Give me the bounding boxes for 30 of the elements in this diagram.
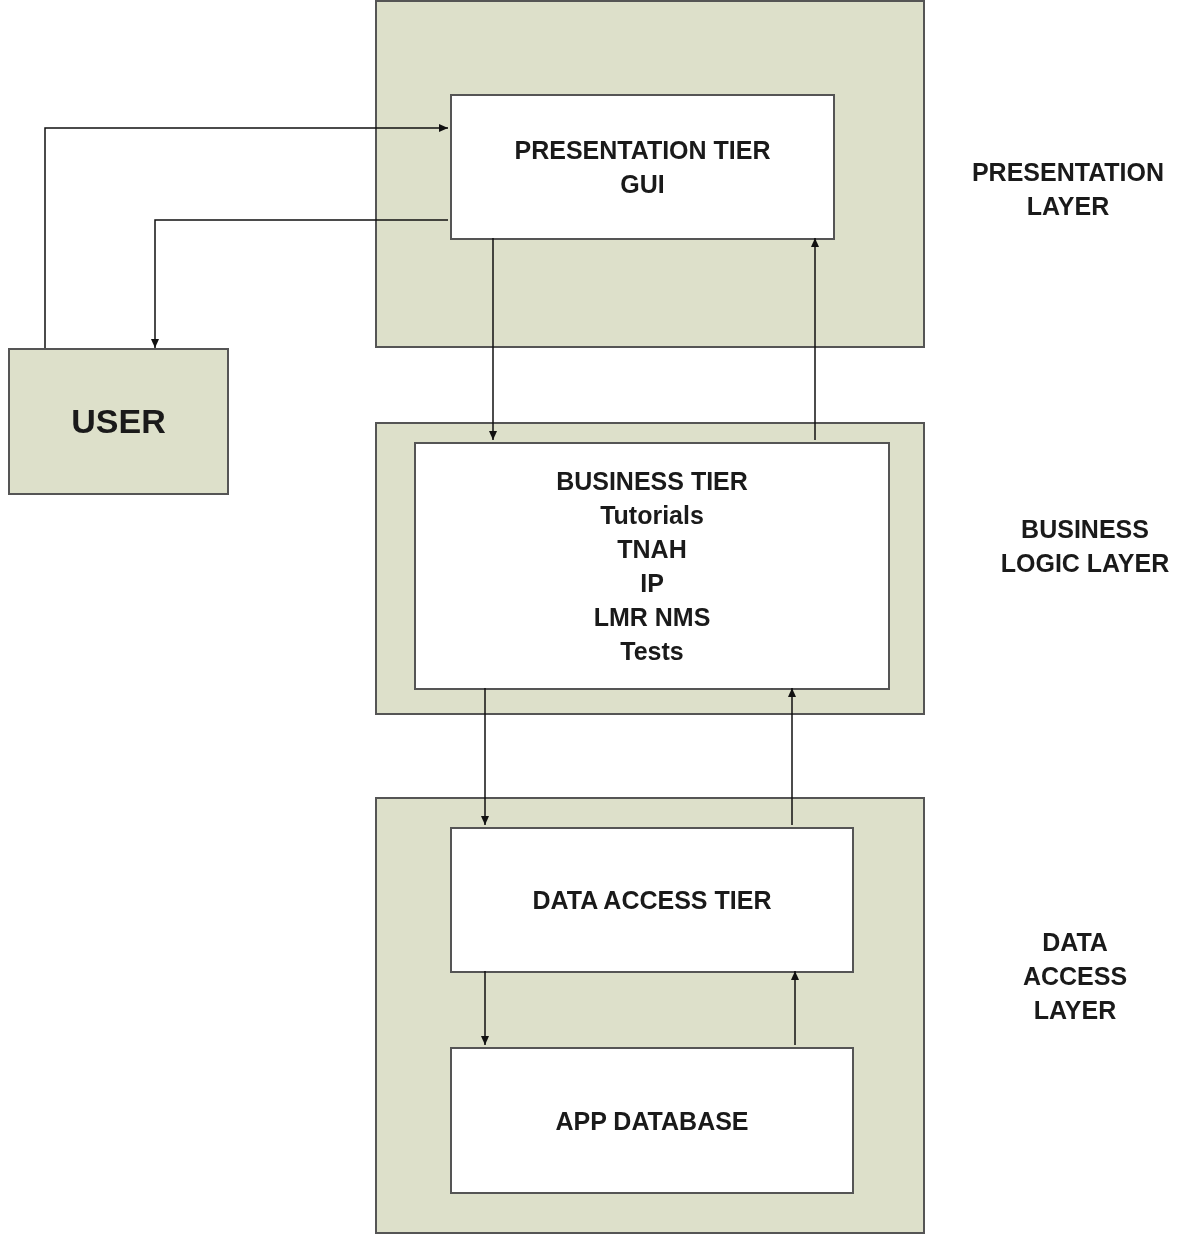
layer-band (375, 422, 925, 715)
tier-item: IP (640, 568, 664, 599)
tier-title: DATA ACCESS TIER (532, 885, 772, 916)
tier-box (414, 442, 890, 690)
layer-label: DATA ACCESS LAYER (1021, 927, 1129, 1026)
arrow (481, 687, 489, 826)
tier-item: Tutorials (600, 500, 704, 531)
tier-item: Tests (620, 636, 684, 667)
layer-label: PRESENTATION LAYER (970, 157, 1166, 222)
tier-box (450, 1047, 854, 1194)
actor-box (8, 348, 229, 495)
arrow (44, 124, 449, 349)
layer-band (375, 0, 925, 348)
arrow (788, 687, 796, 826)
tier-title: BUSINESS TIER (556, 466, 748, 497)
tier-title: APP DATABASE (555, 1105, 749, 1137)
tier-title: USER (71, 401, 166, 442)
tier-item: LMR NMS (593, 602, 711, 633)
tier-box (450, 94, 835, 240)
arrow (481, 970, 489, 1046)
arrow (811, 237, 819, 441)
tier-item: TNAH (617, 534, 687, 565)
tier-box (450, 827, 854, 973)
tier-item: GUI (620, 169, 665, 200)
layer-label: BUSINESS LOGIC LAYER (1000, 514, 1170, 579)
tier-title: PRESENTATION TIER (514, 135, 771, 166)
arrow (151, 219, 449, 349)
layer-band (375, 797, 925, 1234)
arrow (489, 237, 497, 441)
arrow (791, 970, 799, 1046)
